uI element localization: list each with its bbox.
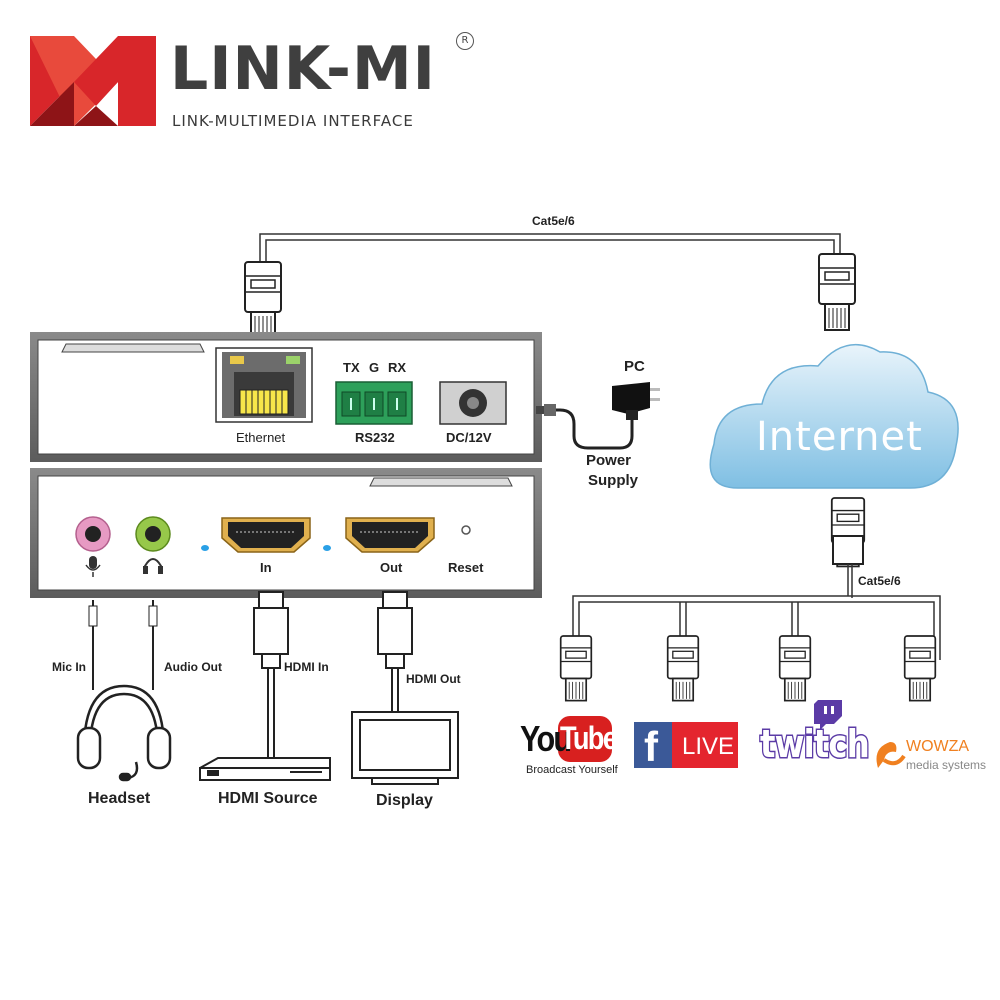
facebook-f: f <box>644 723 658 770</box>
ethernet-label: Ethernet <box>236 430 286 445</box>
wowza-swirl-icon <box>876 742 906 768</box>
youtube-tube: Tube <box>560 720 618 756</box>
twitch-wordmark: twitch <box>759 721 871 768</box>
rj45-connector-icon <box>818 253 856 331</box>
hdmi-in-port <box>221 517 311 553</box>
hdmi-out-port <box>345 517 435 553</box>
wowza-subtitle: media systems <box>906 758 987 772</box>
brand-tagline: LINK-MULTIMEDIA INTERFACE <box>172 112 414 130</box>
hdmi-source-label: HDMI Source <box>218 790 318 807</box>
hdmi-in-cable-label: HDMI In <box>284 660 329 674</box>
ethernet-port <box>215 347 313 423</box>
hdmi-out-port-label: Out <box>380 560 403 575</box>
display-icon <box>351 711 459 785</box>
power-supply-line2: Supply <box>588 472 639 489</box>
rs232-label: RS232 <box>355 430 395 445</box>
rj45-connector-icon <box>559 635 593 702</box>
cable-bottom <box>572 595 941 660</box>
cable-bottom-label: Cat5e/6 <box>858 574 901 588</box>
rj45-connector-icon <box>244 261 282 339</box>
audio-cables <box>88 600 158 690</box>
pc-label: PC <box>624 358 645 375</box>
hdmi-source-icon <box>199 757 331 781</box>
dc-jack <box>439 381 507 425</box>
facebook-live-logo <box>634 722 738 768</box>
power-adapter-icon <box>536 382 660 450</box>
rs232-pin-g: G <box>369 360 380 375</box>
hdmi-in-port-label: In <box>260 560 272 575</box>
rj45-connector-icon <box>903 635 937 702</box>
audio-out-label: Audio Out <box>164 660 222 674</box>
hdmi-out-cable-label: HDMI Out <box>406 672 461 686</box>
wowza-wordmark: WOWZA <box>906 738 970 755</box>
headset-icon <box>76 684 172 782</box>
cloud-icon <box>709 343 959 489</box>
headphones-icon <box>143 558 163 574</box>
rj45-connector-icon <box>778 635 812 702</box>
cable-top-label: Cat5e/6 <box>532 214 575 228</box>
rj45-connector-icon <box>666 635 700 702</box>
logo-mark <box>30 36 156 126</box>
youtube-logo <box>558 716 612 762</box>
cloud-label: Internet <box>756 414 923 460</box>
device-bottom-panel <box>30 468 542 598</box>
cable-top <box>259 233 841 272</box>
display-label: Display <box>376 792 433 809</box>
registered-mark: R <box>456 32 474 50</box>
device-top-panel <box>30 332 542 462</box>
facebook-live: LIVE <box>682 733 735 760</box>
reset-label: Reset <box>448 560 484 575</box>
youtube-tagline: Broadcast Yourself <box>526 764 618 776</box>
hdmi-cables <box>253 591 413 760</box>
rs232-pin-rx: RX <box>388 360 407 375</box>
rs232-pin-tx: TX <box>343 360 360 375</box>
youtube-you: You <box>520 718 572 759</box>
rs232-terminal <box>335 381 413 425</box>
mic-in-label: Mic In <box>52 660 87 674</box>
microphone-icon <box>85 556 101 577</box>
brand-name: LINK-MI <box>170 34 436 104</box>
power-supply-line1: Power <box>586 452 632 469</box>
headset-label: Headset <box>88 790 151 807</box>
twitch-glitch-icon <box>814 700 842 730</box>
dc-label: DC/12V <box>446 430 492 445</box>
